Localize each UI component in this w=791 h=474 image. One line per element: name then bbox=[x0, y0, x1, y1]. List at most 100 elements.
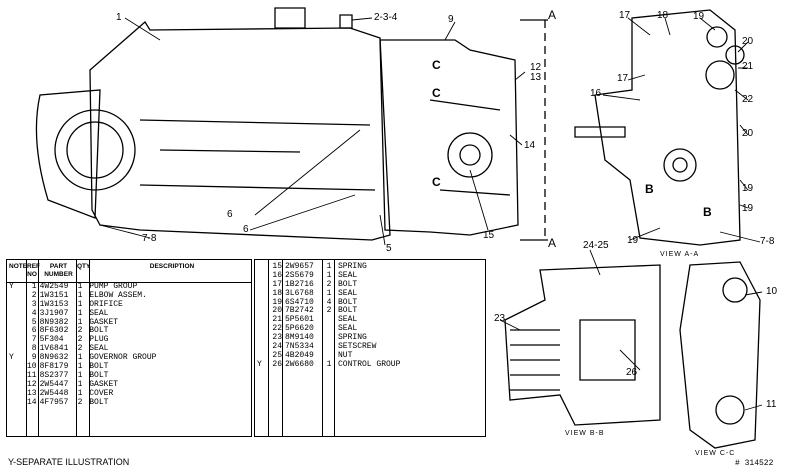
governor-housing bbox=[379, 39, 519, 236]
cell-ref: 12 bbox=[26, 379, 37, 389]
cell-qty: 2 bbox=[326, 306, 332, 316]
cell-ref: 7 bbox=[31, 335, 37, 345]
cell-ref: 25 bbox=[272, 350, 282, 360]
cell-note bbox=[7, 327, 26, 336]
cell-qty: 2 bbox=[77, 335, 83, 345]
callout-16: 16 bbox=[590, 88, 602, 99]
cell-ref: 21 bbox=[272, 315, 282, 325]
view-aa-label: VIEW A-A bbox=[660, 251, 700, 258]
cell-part: 8N9382 bbox=[39, 317, 69, 327]
section-a-bottom: A bbox=[548, 236, 557, 250]
section-c-3: C bbox=[432, 175, 441, 189]
callout-19c: 19 bbox=[742, 203, 754, 214]
cell-note bbox=[255, 325, 269, 334]
cell-ref: 3 bbox=[31, 299, 37, 309]
cell-ref: 1 bbox=[31, 282, 37, 291]
cell-ref: 23 bbox=[272, 333, 282, 343]
cell-note bbox=[7, 381, 26, 390]
cell-qty: 1 bbox=[326, 359, 332, 369]
cell-qty: 1 bbox=[326, 270, 332, 280]
cell-qty: 1 bbox=[77, 362, 83, 372]
cell-part: 5P6620 bbox=[285, 324, 314, 334]
cell-desc: BOLT bbox=[89, 397, 109, 407]
cell-part: 8S2377 bbox=[39, 370, 69, 380]
cell-note bbox=[7, 399, 26, 408]
callout-9: 9 bbox=[448, 14, 454, 25]
cell-qty: 1 bbox=[77, 317, 83, 327]
cell-part: 7B2742 bbox=[285, 306, 314, 316]
cell-note bbox=[255, 272, 269, 281]
cell-ref: 13 bbox=[26, 388, 37, 398]
callout-24-25: 24-25 bbox=[583, 240, 609, 251]
footnote: Y-SEPARATE ILLUSTRATION bbox=[8, 457, 130, 467]
column-rule bbox=[38, 260, 39, 436]
callout-26: 26 bbox=[626, 367, 638, 378]
cell-desc: SPRING bbox=[338, 262, 367, 271]
cell-desc: BOLT bbox=[338, 279, 358, 289]
callout-10: 10 bbox=[766, 286, 778, 297]
column-rule bbox=[89, 260, 90, 436]
cell-desc: NUT bbox=[338, 350, 353, 360]
cell-part: 2W6680 bbox=[285, 359, 314, 369]
callout-15: 15 bbox=[483, 230, 495, 241]
cell-note bbox=[7, 292, 26, 301]
cell-part: 1V6841 bbox=[39, 344, 69, 354]
view-cc-label: VIEW C-C bbox=[695, 450, 736, 457]
header-note: NOTE bbox=[7, 260, 27, 282]
cell-desc: COVER bbox=[89, 388, 114, 398]
cell-note: Y bbox=[257, 359, 262, 369]
callout-19a: 19 bbox=[693, 11, 705, 22]
cell-ref: 26 bbox=[272, 359, 282, 369]
illustration-number: # 314522 bbox=[735, 459, 774, 468]
cell-part: 1W3153 bbox=[39, 299, 69, 309]
column-rule bbox=[322, 260, 323, 436]
section-b-2: B bbox=[703, 205, 712, 219]
cell-part: 5P5601 bbox=[285, 315, 314, 325]
cell-ref: 11 bbox=[26, 370, 37, 380]
cell-part: 2S5679 bbox=[285, 270, 314, 280]
cell-desc: SEAL bbox=[338, 324, 358, 334]
callout-6b: 6 bbox=[243, 224, 249, 235]
cell-ref: 4 bbox=[31, 308, 37, 318]
cell-qty: 2 bbox=[77, 397, 83, 407]
cell-part: 8M9140 bbox=[285, 333, 314, 343]
view-aa-housing bbox=[594, 9, 741, 246]
cell-part: 7N5334 bbox=[285, 342, 314, 352]
cell-desc: BOLT bbox=[89, 362, 109, 372]
cell-desc: PLUG bbox=[89, 335, 109, 345]
cell-qty: 2 bbox=[77, 326, 83, 336]
cell-note bbox=[7, 372, 26, 381]
callout-14: 14 bbox=[524, 140, 536, 151]
cell-desc: SEAL bbox=[338, 315, 358, 325]
cell-note bbox=[255, 334, 269, 343]
cell-note bbox=[7, 301, 26, 310]
cell-qty: 1 bbox=[77, 299, 83, 309]
cell-part: 4W2549 bbox=[39, 282, 69, 291]
cell-part: 8F8179 bbox=[39, 362, 69, 372]
cell-part: 1B2716 bbox=[285, 279, 314, 289]
cell-qty: 1 bbox=[326, 262, 332, 271]
end-cover bbox=[35, 89, 101, 219]
cell-qty: 1 bbox=[77, 379, 83, 389]
cell-part: 6S4710 bbox=[285, 297, 314, 307]
column-rule bbox=[26, 260, 27, 436]
cell-ref: 18 bbox=[272, 288, 282, 298]
table-header: NOTE REF NO PART NUMBER QTY DESCRIPTION bbox=[7, 260, 251, 283]
cell-desc: SEAL bbox=[89, 344, 109, 354]
cell-desc: GASKET bbox=[89, 317, 119, 327]
cell-part: 8N9632 bbox=[39, 353, 69, 363]
callout-20b: 20 bbox=[742, 128, 754, 139]
column-rule bbox=[334, 260, 335, 436]
column-rule bbox=[76, 260, 77, 436]
cell-desc: BOLT bbox=[89, 326, 109, 336]
